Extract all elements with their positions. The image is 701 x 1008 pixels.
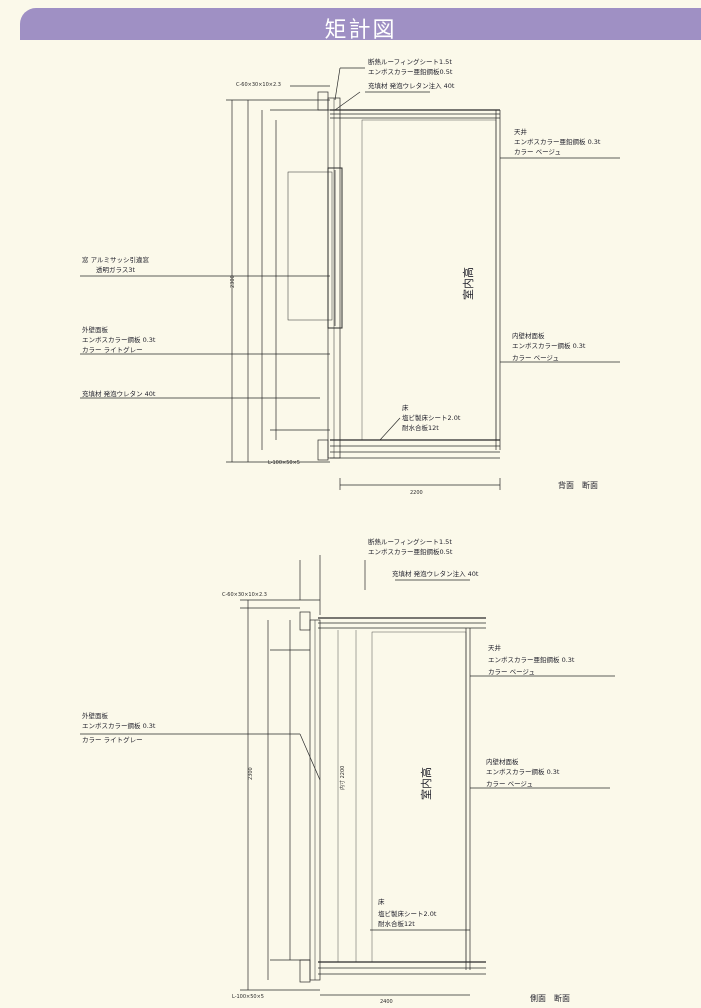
- title-banner: 矩計図: [20, 8, 701, 43]
- s2-dim-inner: 内寸 2200: [339, 766, 346, 790]
- s1-ann-exterior-2: エンボスカラー鋼板 0.3t: [82, 335, 156, 344]
- section-1-drawing: [80, 67, 620, 490]
- s2-ann-interior-3: カラー ベージュ: [486, 780, 533, 788]
- s2-dim-w: 2400: [380, 999, 393, 1005]
- s2-ann-floor-1: 床: [378, 897, 385, 906]
- s1-caption: 背面 断面: [558, 480, 598, 490]
- page-title: 矩計図: [324, 18, 397, 43]
- s2-caption: 側面 断面: [530, 993, 570, 1003]
- s1-ann-window-2: 透明ガラス3t: [96, 265, 136, 274]
- s2-ann-exterior-3: カラー ライトグレー: [82, 735, 143, 744]
- s2-ann-floor-3: 耐水合板12t: [378, 919, 415, 928]
- s2-ann-exterior-1: 外壁面板: [82, 711, 109, 720]
- s2-ann-roof-3: 充填材 発泡ウレタン注入 40t: [392, 569, 479, 578]
- s1-ann-ceiling-3: カラー ベージュ: [514, 148, 561, 156]
- s1-ann-interior-3: カラー ベージュ: [512, 354, 559, 362]
- s2-dim-bottom: L-100×50×5: [232, 994, 264, 1000]
- s2-ann-exterior-2: エンボスカラー鋼板 0.3t: [82, 721, 156, 730]
- s2-ann-ceiling-3: カラー ベージュ: [488, 668, 535, 676]
- s1-ann-window-1: 窓 アルミサッシ引違窓: [82, 255, 150, 264]
- s1-ann-exterior-3: カラー ライトグレー: [82, 345, 143, 354]
- s2-ann-interior-2: エンボスカラー鋼板 0.3t: [486, 767, 560, 776]
- s1-ann-interior-2: エンボスカラー鋼板 0.3t: [512, 341, 586, 350]
- s2-ann-ceiling-2: エンボスカラー亜鉛鋼板 0.3t: [488, 655, 575, 664]
- s2-ann-roof-2: エンボスカラー亜鉛鋼板0.5t: [368, 547, 453, 556]
- s2-ann-floor-2: 塩ビ製床シート2.0t: [378, 909, 437, 918]
- s2-ann-ceiling-1: 天井: [488, 643, 502, 652]
- s2-ann-interior-1: 内壁材面板: [486, 757, 519, 766]
- s1-ann-floor-3: 耐水合板12t: [402, 423, 439, 432]
- section-2-drawing: [80, 555, 615, 996]
- s1-dim-w: 2200: [410, 490, 423, 496]
- s1-ann-floor-2: 塩ビ製床シート2.0t: [402, 413, 461, 422]
- s1-ann-exterior-1: 外壁面板: [82, 325, 109, 334]
- s1-ann-ceiling-1: 天井: [514, 127, 528, 136]
- s1-ann-ceiling-2: エンボスカラー亜鉛鋼板 0.3t: [514, 137, 601, 146]
- s1-room-label: 室内高: [461, 267, 475, 300]
- s2-room-label: 室内高: [419, 767, 433, 800]
- s1-ann-floor-1: 床: [402, 403, 409, 412]
- s1-ann-roof-3: 充填材 発泡ウレタン注入 40t: [368, 81, 455, 90]
- s1-ann-roof-1: 断熱ルーフィングシート1.5t: [368, 57, 452, 66]
- s1-ann-roof-2: エンボスカラー亜鉛鋼板0.5t: [368, 67, 453, 76]
- s2-ann-roof-1: 断熱ルーフィングシート1.5t: [368, 537, 452, 546]
- s1-ann-interior-1: 内壁材面板: [512, 331, 545, 340]
- s1-dim-bottom: L-100×50×5: [268, 460, 300, 466]
- s1-dim-top: C-60×30×10×2.3: [236, 82, 281, 88]
- s1-ann-insul: 充填材 発泡ウレタン 40t: [82, 389, 156, 398]
- s2-dim-h: 2300: [248, 767, 254, 780]
- s2-dim-top: C-60×30×10×2.3: [222, 592, 267, 598]
- s1-dim-h: 2300: [230, 275, 236, 288]
